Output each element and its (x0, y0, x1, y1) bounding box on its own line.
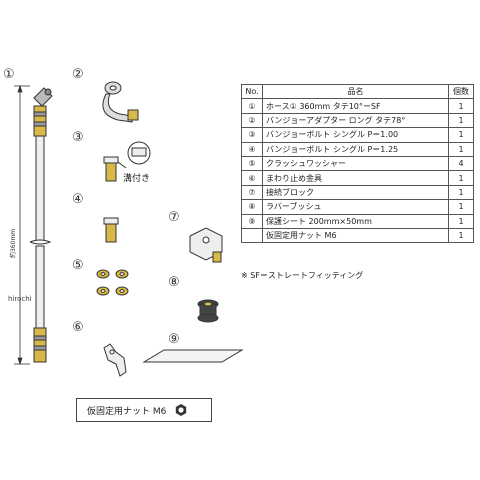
row-no: ③ (241, 127, 263, 143)
groove-label: 溝付き (123, 174, 151, 184)
item-number-9: ⑨ (168, 332, 180, 347)
row-name: 保護シート 200mm×50mm (262, 213, 449, 229)
item-number-1: ① (3, 67, 15, 82)
row-no: ⑨ (241, 213, 263, 229)
row-name: 接続ブロック (262, 184, 449, 201)
row-no: ⑥ (241, 170, 263, 186)
row-no: ⑧ (241, 199, 263, 215)
temporary-nut-box: 仮固定用ナット M6 (76, 398, 212, 422)
row-qty: 1 (448, 227, 474, 244)
hex-nut-icon (176, 404, 187, 416)
row-name: ホース① 360mm タテ10°ーSF (262, 98, 449, 114)
crush-washers-part (96, 269, 129, 296)
connection-block-part (189, 227, 223, 263)
hose-part (29, 87, 53, 363)
row-qty: 1 (448, 213, 474, 229)
row-qty: 1 (448, 184, 474, 201)
row-name: クラッシュワッシャー (262, 155, 449, 172)
stopper-bracket-part (103, 343, 127, 377)
dimension-line (14, 84, 30, 366)
banjo-adapter-part (102, 81, 139, 123)
row-qty: 1 (448, 98, 474, 114)
row-name: 仮固定用ナット M6 (262, 227, 449, 244)
item-number-6: ⑥ (72, 320, 84, 335)
watermark: hirochi (8, 295, 32, 303)
row-qty: 1 (448, 199, 474, 215)
banjo-bolt-p125-part (103, 217, 119, 243)
temporary-nut-label: 仮固定用ナット M6 (87, 406, 167, 417)
header-no: No. (241, 83, 263, 100)
row-no: ⑤ (241, 155, 263, 172)
parts-table-header: No. 品名 個数 (241, 83, 474, 100)
protection-sheet-part (142, 349, 244, 363)
row-no (241, 227, 263, 244)
hose-length-dimension: 約360mm (10, 228, 17, 258)
item-number-2: ② (72, 67, 84, 82)
row-qty: 1 (448, 141, 474, 157)
item-number-3: ③ (72, 130, 84, 145)
footnote: ※ SF＝ストレートフィッティング (241, 271, 364, 280)
row-no: ④ (241, 141, 263, 157)
header-qty: 個数 (448, 83, 474, 100)
row-name: ラバーブッシュ (262, 199, 449, 215)
row-qty: 1 (448, 170, 474, 186)
row-qty: 4 (448, 155, 474, 172)
row-qty: 1 (448, 112, 474, 129)
row-name: まわり止め金具 (262, 170, 449, 186)
header-name: 品名 (262, 83, 449, 100)
row-no: ⑦ (241, 184, 263, 201)
row-name: バンジョーボルト シングル P＝1.25 (262, 141, 449, 157)
item-number-7: ⑦ (168, 210, 180, 225)
item-number-8: ⑧ (168, 275, 180, 290)
row-name: バンジョーアダプター ロング タテ78° (262, 112, 449, 129)
item-number-5: ⑤ (72, 258, 84, 273)
item-number-4: ④ (72, 192, 84, 207)
row-no: ② (241, 112, 263, 129)
rubber-bush-part (197, 299, 219, 323)
banjo-bolt-p100-part (103, 141, 151, 182)
row-no: ① (241, 98, 263, 114)
row-name: バンジョーボルト シングル P＝1.00 (262, 127, 449, 143)
row-qty: 1 (448, 127, 474, 143)
